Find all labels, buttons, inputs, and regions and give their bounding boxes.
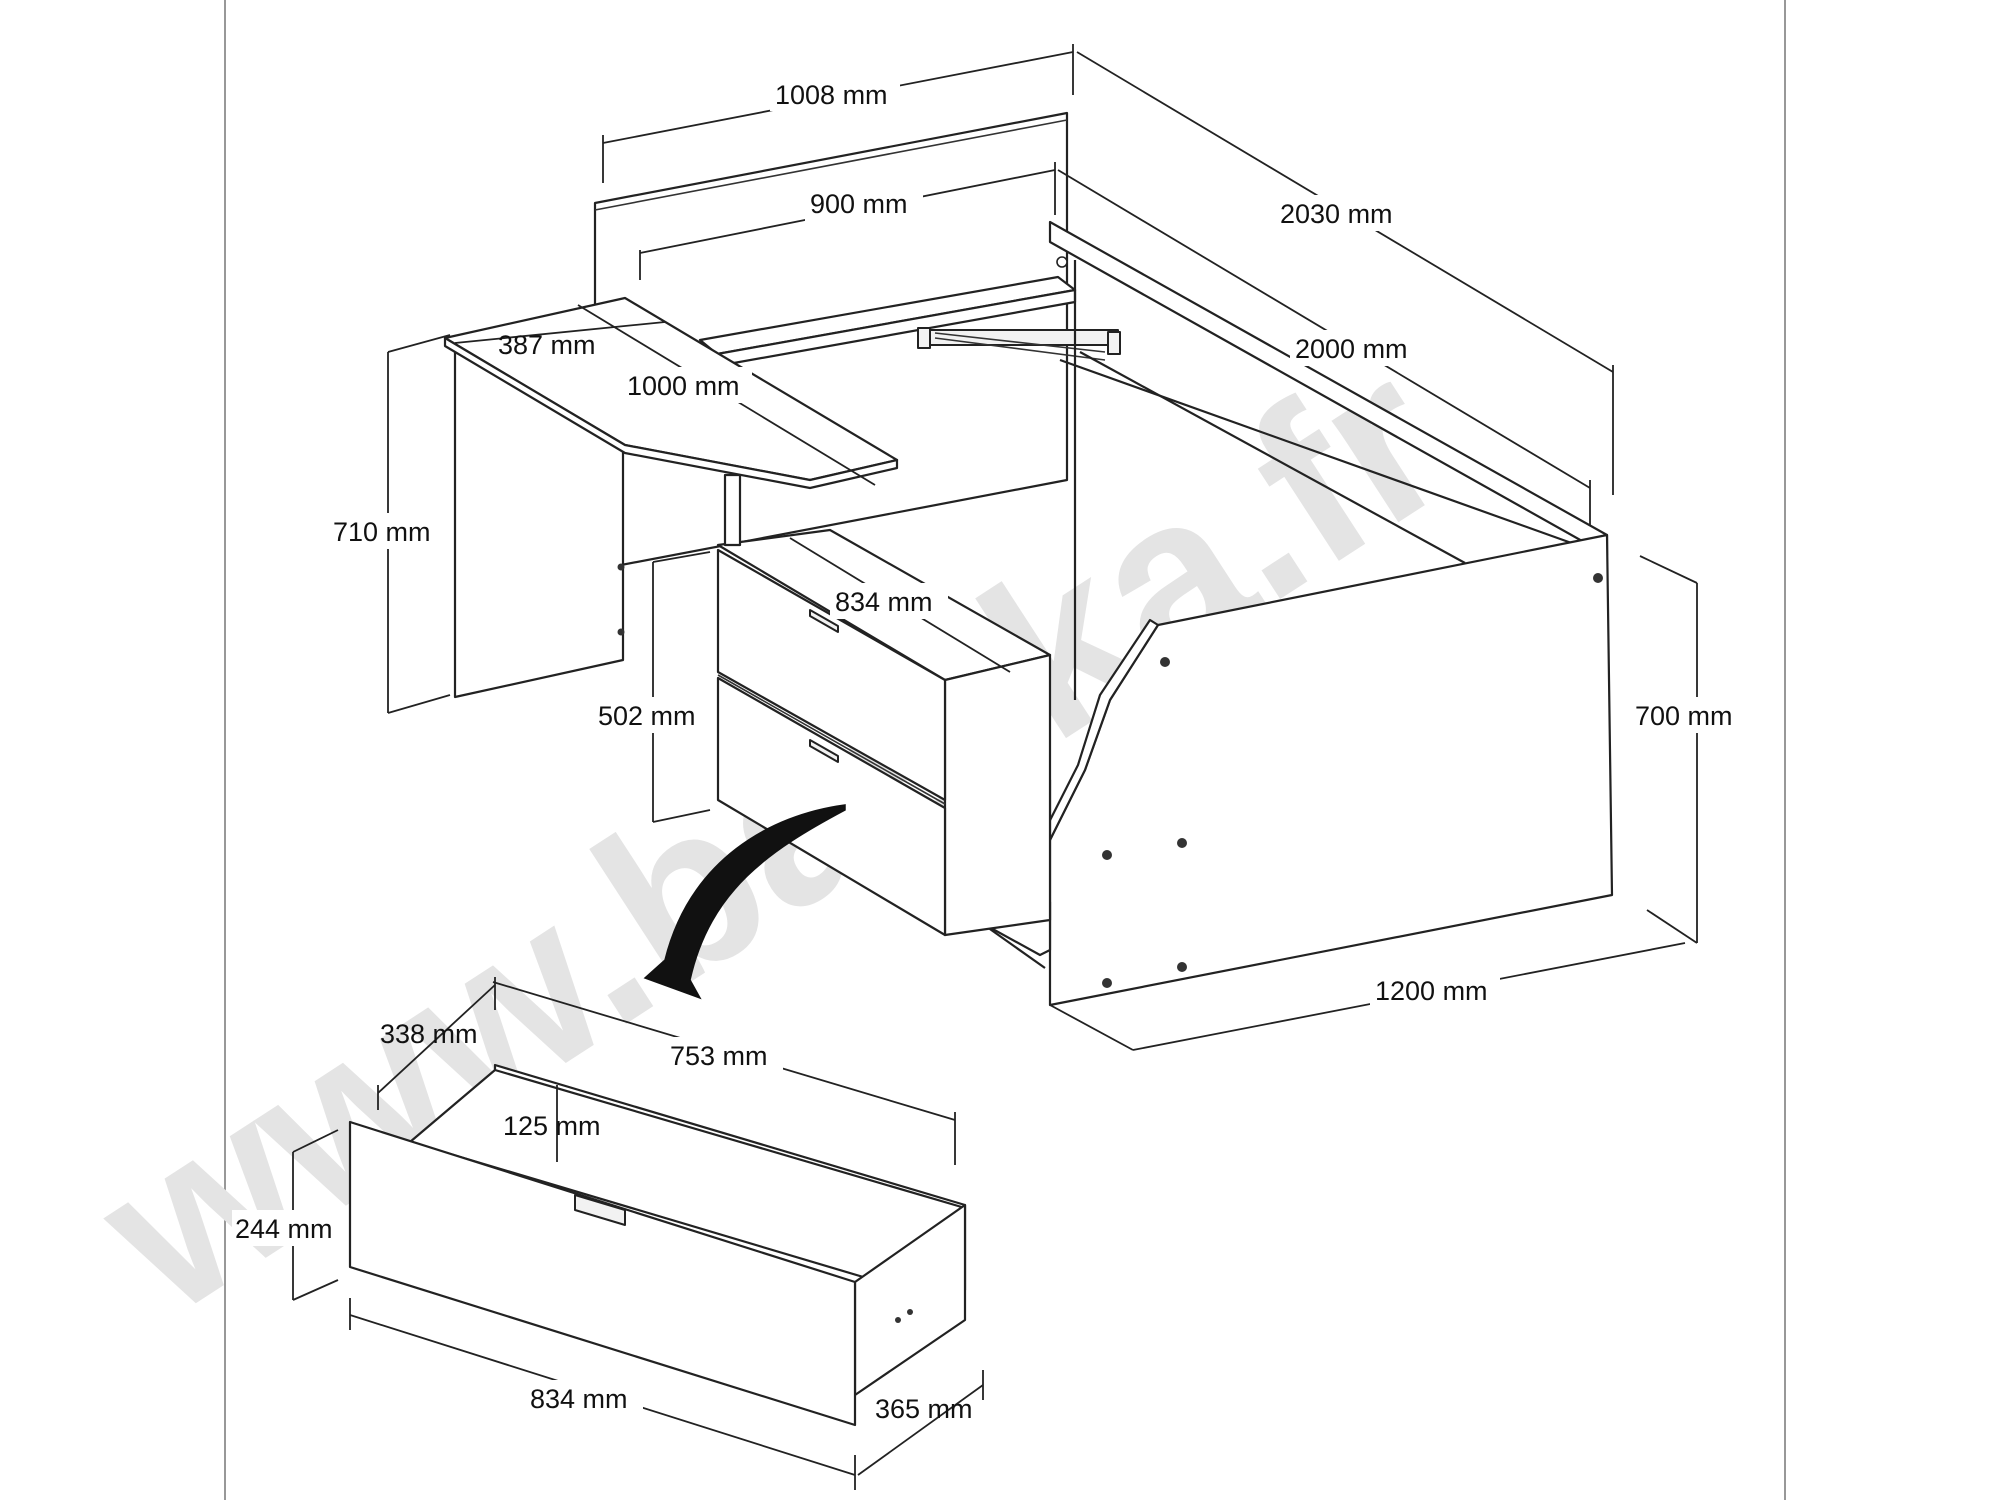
drawer-handle: [574, 1194, 626, 1226]
label-drawer-width: 834 mm: [530, 1384, 628, 1414]
label-bed-length: 2000 mm: [1295, 334, 1408, 364]
desk-top-edge: [443, 336, 899, 490]
desk-hole-2: [617, 628, 625, 636]
footboard-hole-1: [1593, 573, 1603, 583]
pull-out-arrow: [643, 804, 846, 1000]
desk-rear-leg: [723, 473, 742, 547]
label-drawer-depth: 365 mm: [875, 1394, 973, 1424]
mattress-frame-edge: [1079, 351, 1466, 564]
drawer-handle-lower: [809, 739, 839, 763]
shelf-bracket: [917, 327, 1121, 361]
bed-assembly: [443, 111, 1614, 1007]
bed-front-rail-top: [1059, 358, 1606, 557]
drawer-hole-2: [907, 1309, 913, 1315]
footboard-hole-6: [1177, 962, 1187, 972]
label-drawer-inner-depth: 338 mm: [380, 1019, 478, 1049]
label-drawer-height: 244 mm: [235, 1214, 333, 1244]
side-rail-hole: [1056, 256, 1068, 268]
drawer-handle-upper: [809, 609, 839, 633]
label-total-length: 2030 mm: [1280, 199, 1393, 229]
drawer-front-upper: [716, 548, 947, 802]
footboard-hole-2: [1160, 657, 1170, 667]
footboard-hole-5: [1102, 978, 1112, 988]
label-drawer-inner-width: 753 mm: [670, 1041, 768, 1071]
desk-hole-1: [617, 563, 625, 571]
label-desk-height: 710 mm: [333, 517, 431, 547]
label-shelf-width: 900 mm: [810, 189, 908, 219]
label-desk-depth: 387 mm: [498, 330, 596, 360]
label-drawer-unit-width: 834 mm: [835, 587, 933, 617]
label-headboard-width: 1008 mm: [775, 80, 888, 110]
dimension-labels: 1008 mm 900 mm 2030 mm 2000 mm 387 mm 10…: [232, 75, 1748, 1424]
footboard-hole-3: [1102, 850, 1112, 860]
headboard-top-edge: [594, 119, 1068, 211]
label-bed-height: 700 mm: [1635, 701, 1733, 731]
footboard-hole-4: [1177, 838, 1187, 848]
drawer-unit-side: [943, 653, 1052, 937]
drawer-hole-1: [895, 1317, 901, 1323]
drawer-front-panel: [348, 1120, 857, 1427]
label-drawer-unit-height: 502 mm: [598, 701, 696, 731]
label-desk-length: 1000 mm: [627, 371, 740, 401]
single-drawer: [348, 1063, 967, 1427]
label-drawer-inner-height: 125 mm: [503, 1111, 601, 1141]
label-bed-width: 1200 mm: [1375, 976, 1488, 1006]
